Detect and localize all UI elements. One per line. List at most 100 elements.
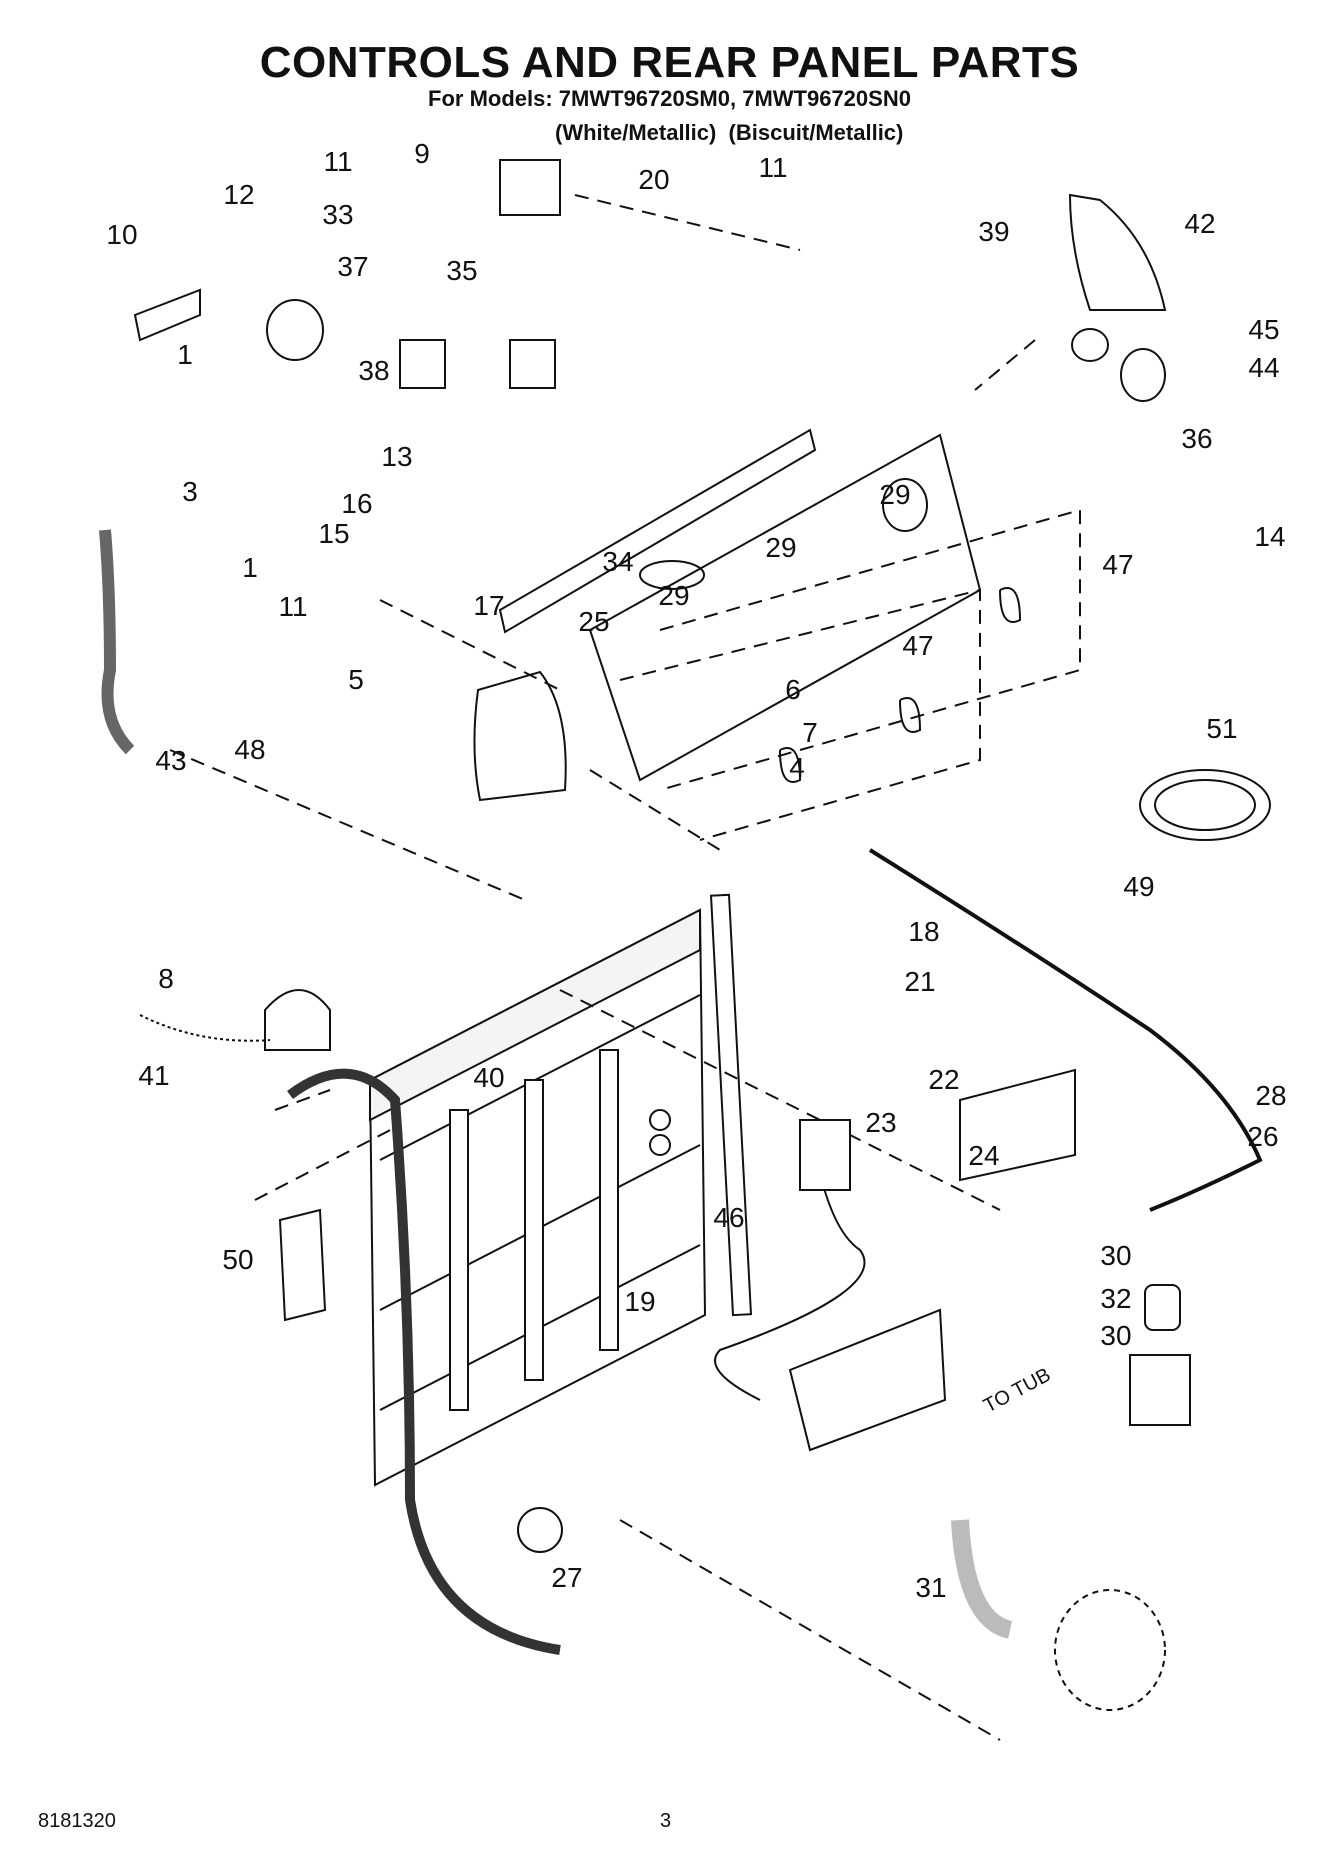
end-bracket [1068, 193, 1167, 311]
callout-10: 10 [106, 219, 138, 250]
callout-19: 19 [624, 1286, 656, 1317]
pump-housing [1054, 1589, 1166, 1711]
exploded-parts-diagram: 1 1 3 4 5 6 7 8 9 10 11 11 11 12 13 14 1… [0, 140, 1339, 1810]
callout-44: 44 [1248, 352, 1280, 383]
callout-5: 5 [348, 664, 364, 695]
callout-42: 42 [1184, 208, 1216, 239]
callout-25: 25 [578, 606, 610, 637]
callout-36: 36 [1181, 423, 1213, 454]
panel-hole [649, 1109, 671, 1131]
callout-26: 26 [1247, 1121, 1279, 1152]
callout-22: 22 [928, 1064, 960, 1095]
hanger [278, 1208, 327, 1322]
callout-47a: 47 [1102, 549, 1134, 580]
shield [959, 1068, 1076, 1182]
callout-41: 41 [138, 1060, 170, 1091]
callout-23: 23 [865, 1107, 897, 1138]
rear-panel-top-strip [369, 908, 701, 1122]
callout-11b: 11 [758, 152, 788, 183]
callout-40: 40 [473, 1062, 505, 1093]
console-logo [639, 560, 705, 590]
control-bracket [498, 428, 817, 634]
knob [779, 747, 802, 783]
callout-39: 39 [978, 216, 1010, 247]
knob-large [1120, 348, 1166, 402]
callout-9: 9 [414, 138, 430, 169]
callout-13: 13 [381, 441, 413, 472]
switch [509, 339, 556, 389]
callout-38: 38 [358, 355, 390, 386]
callout-46: 46 [713, 1202, 745, 1233]
knob [899, 697, 922, 733]
callout-17: 17 [473, 590, 505, 621]
callout-37: 37 [337, 251, 369, 282]
pump-hose [951, 1519, 1013, 1639]
clamp [133, 288, 201, 342]
inlet-hose-outline [714, 1149, 866, 1401]
timer [499, 159, 561, 216]
water-valve [799, 1119, 851, 1191]
side-strip [709, 893, 753, 1317]
panel-channel [524, 1079, 544, 1381]
panel-hole [649, 1134, 671, 1156]
assembly-lines [169, 194, 1081, 1741]
callout-20: 20 [638, 164, 670, 195]
callout-11c: 11 [278, 591, 308, 622]
callout-7: 7 [802, 717, 818, 748]
panel-hole [517, 1507, 563, 1553]
callout-1a: 1 [177, 339, 193, 370]
finishes-line: (White/Metallic) (Biscuit/Metallic) [555, 120, 904, 145]
knob-skirt [1071, 328, 1109, 362]
callout-49: 49 [1123, 871, 1155, 902]
callout-12: 12 [223, 179, 255, 210]
hose-bracket [788, 1308, 947, 1452]
callout-14: 14 [1254, 521, 1286, 552]
callout-27: 27 [551, 1562, 583, 1593]
page-title: CONTROLS AND REAR PANEL PARTS [259, 38, 1080, 87]
callout-31: 31 [915, 1572, 947, 1603]
diagram-artwork [99, 159, 1271, 1741]
callout-51: 51 [1206, 713, 1238, 744]
fill-hose [99, 529, 135, 755]
callout-29b: 29 [765, 532, 797, 563]
capacitor [1144, 1284, 1181, 1331]
callout-45: 45 [1248, 314, 1280, 345]
console-window [882, 478, 928, 532]
panel-channel [449, 1109, 469, 1411]
knob [999, 587, 1022, 623]
callout-16: 16 [341, 488, 373, 519]
callout-32: 32 [1100, 1283, 1132, 1314]
panel-rib [379, 994, 701, 1161]
power-cord-coil [1154, 779, 1256, 831]
callout-3: 3 [182, 476, 198, 507]
callout-24: 24 [968, 1140, 1000, 1171]
callout-48: 48 [234, 734, 266, 765]
callout-21: 21 [904, 966, 936, 997]
callout-29c: 29 [658, 580, 690, 611]
callout-18: 18 [908, 916, 940, 947]
selector [266, 299, 324, 361]
callout-29a: 29 [879, 479, 911, 510]
callout-1b: 1 [242, 552, 258, 583]
cover [264, 989, 331, 1051]
callout-28: 28 [1255, 1080, 1287, 1111]
drain-hose [287, 1068, 561, 1655]
end-cap [473, 670, 567, 802]
callout-30b: 30 [1100, 1320, 1132, 1351]
wire-harness [868, 848, 1263, 1212]
tie-wire [139, 1014, 271, 1042]
panel-channel [599, 1049, 619, 1351]
pump [1129, 1354, 1191, 1426]
callout-6: 6 [785, 674, 801, 705]
callout-50: 50 [222, 1244, 254, 1275]
callout-30a: 30 [1100, 1240, 1132, 1271]
callout-15: 15 [318, 518, 350, 549]
callout-43: 43 [155, 745, 187, 776]
doc-number: 8181320 [38, 1810, 116, 1832]
switch [399, 339, 446, 389]
callout-34: 34 [602, 546, 634, 577]
callout-47b: 47 [902, 630, 934, 661]
page-number: 3 [660, 1810, 672, 1832]
callout-35: 35 [446, 255, 478, 286]
callout-33: 33 [322, 199, 354, 230]
